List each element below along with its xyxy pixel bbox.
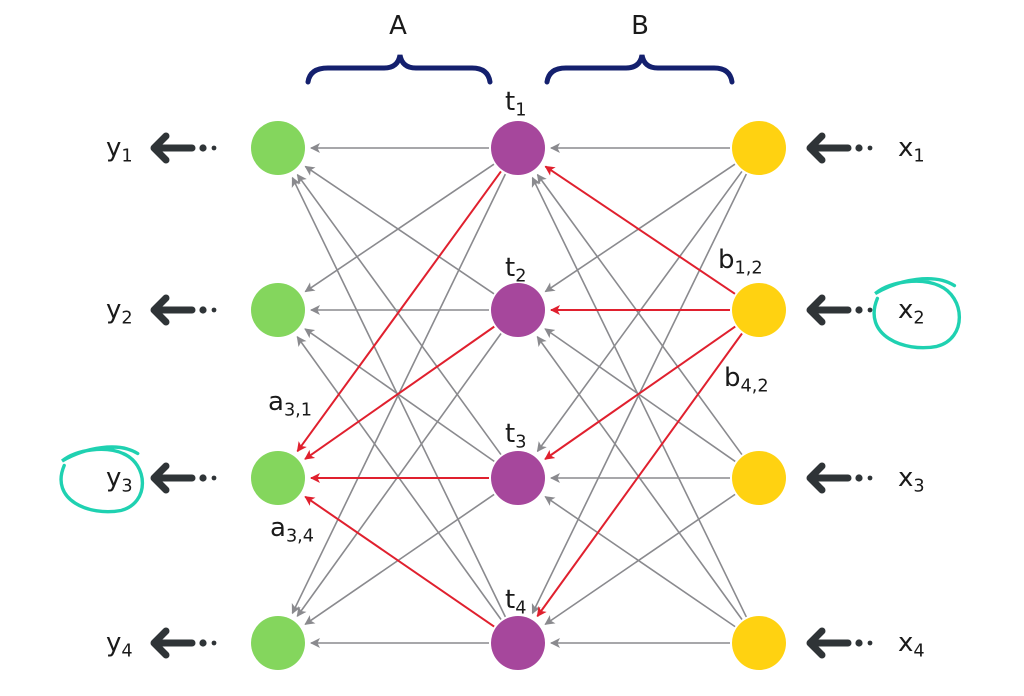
hidden-label-t3: t3 [505, 419, 526, 453]
brace-b: B [544, 11, 735, 85]
brace-a-label: A [389, 11, 407, 41]
edge-x1-t2 [544, 163, 736, 293]
edge-t3-y2 [304, 328, 495, 463]
output-node-y4 [251, 616, 305, 670]
edge-t2-y4 [296, 333, 502, 618]
edge-x3-t2 [544, 328, 736, 463]
weight-label-a3-4: a3,4 [270, 513, 314, 547]
input-node-x4 [732, 616, 786, 670]
output-node-y2 [251, 283, 305, 337]
output-arrow-y1 [150, 132, 217, 164]
output-arrow-y3 [150, 462, 217, 494]
output-label-y4: y4 [106, 628, 133, 662]
edge-x1-t3 [536, 170, 743, 453]
edge-x4-t3 [544, 495, 736, 628]
brace-a-shape [305, 54, 493, 85]
input-arrow-x2 [806, 294, 873, 326]
edge-t2-y3 [304, 325, 495, 460]
output-label-y2: y2 [106, 295, 133, 329]
input-label-x1: x1 [898, 133, 925, 167]
edge-t4-y3 [304, 495, 495, 628]
input-node-x1 [732, 121, 786, 175]
edge-t3-y1 [296, 173, 502, 456]
annotation-circle-y3 [59, 445, 145, 514]
output-arrow-y4 [150, 627, 217, 659]
brace-a: A [305, 11, 493, 85]
edge-x2-t1 [544, 165, 736, 295]
input-arrow-x4 [806, 627, 873, 659]
weight-label-b1-2: b1,2 [718, 245, 763, 279]
brace-b-label: B [631, 11, 649, 41]
io-arrows-layer [150, 132, 873, 659]
hidden-label-t1: t1 [505, 87, 526, 121]
edges-gray-layer [291, 143, 748, 648]
brace-b-shape [544, 54, 735, 85]
output-arrow-y2 [150, 294, 217, 326]
edge-x4-t2 [536, 335, 743, 620]
output-node-y3 [251, 451, 305, 505]
input-label-x2: x2 [898, 295, 925, 329]
edge-x2-t3 [544, 325, 736, 460]
input-arrow-x3 [806, 462, 873, 494]
nodes-layer [251, 121, 786, 670]
weight-label-a3-1: a3,1 [268, 387, 312, 421]
hidden-node-t4 [491, 616, 545, 670]
output-label-y3: y3 [106, 463, 133, 497]
input-arrow-x1 [806, 132, 873, 164]
output-node-y1 [251, 121, 305, 175]
hidden-label-t4: t4 [505, 585, 526, 619]
edge-x4-t1 [531, 176, 748, 618]
edges-highlight-layer [296, 165, 743, 628]
hidden-node-t1 [491, 121, 545, 175]
edge-t2-y1 [304, 165, 495, 295]
edge-t4-y1 [291, 176, 507, 618]
input-node-x2 [732, 283, 786, 337]
input-label-x4: x4 [898, 628, 925, 662]
edge-x3-t1 [536, 173, 743, 456]
labels-layer: y1 y2 y3 y4 x1 x2 x3 x4 t1 t2 t3 t4 b1,2 b4,2 a3,1 a3,4 [106, 87, 925, 662]
hidden-label-t2: t2 [505, 253, 526, 287]
edge-x2-t4 [536, 332, 743, 618]
hidden-node-t3 [491, 451, 545, 505]
hidden-node-t2 [491, 283, 545, 337]
edge-t1-y2 [304, 163, 495, 293]
output-label-y1: y1 [106, 133, 133, 167]
edge-t1-y3 [296, 170, 502, 453]
weight-label-b4-2: b4,2 [724, 363, 769, 397]
input-label-x3: x3 [898, 463, 925, 497]
edge-x3-t4 [544, 493, 736, 626]
annotation-circle-x2 [872, 277, 961, 350]
annotations-layer [59, 277, 961, 514]
edge-t3-y4 [304, 493, 495, 625]
input-node-x3 [732, 451, 786, 505]
